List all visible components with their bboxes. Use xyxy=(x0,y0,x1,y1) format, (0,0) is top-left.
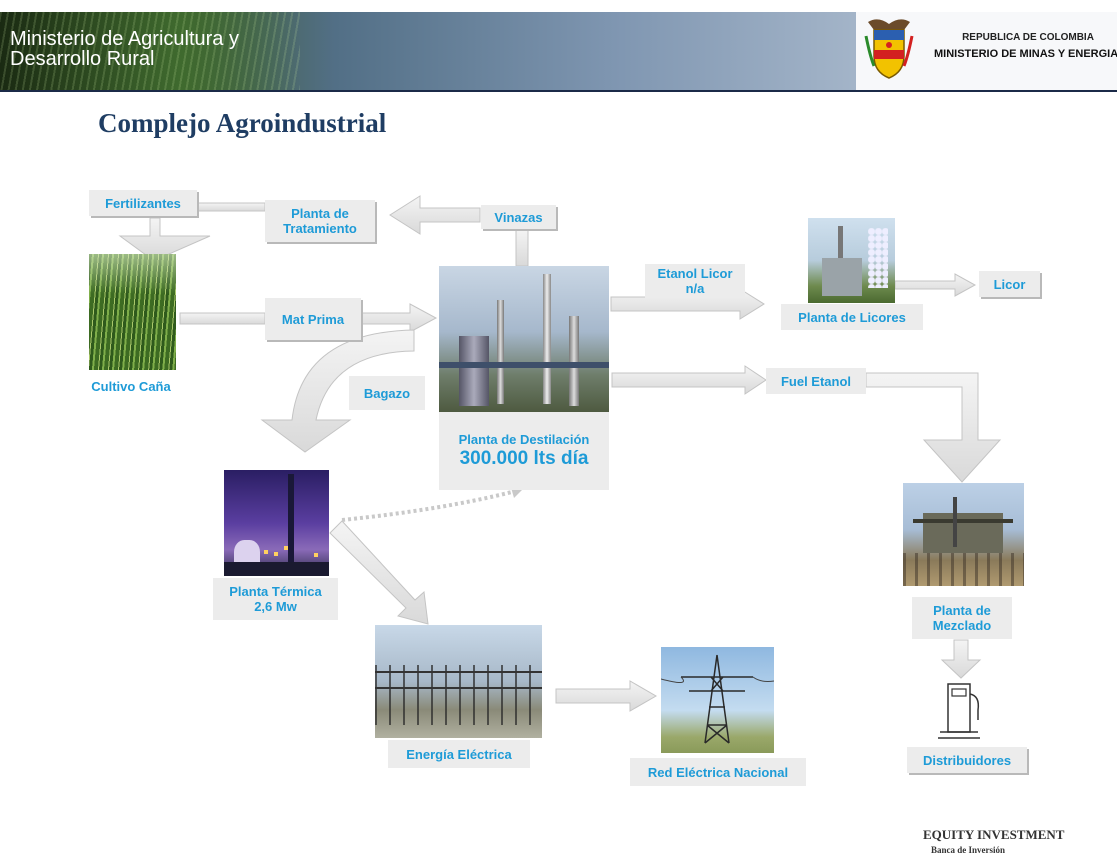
page-title: Complejo Agroindustrial xyxy=(98,108,387,138)
arrow-licores-to-licor xyxy=(894,273,977,297)
arrow-tratamiento-to-fertilizantes xyxy=(197,202,266,212)
licor-label: Licor xyxy=(979,271,1040,297)
ministry-agriculture-name: Ministerio de Agricultura y Desarrollo R… xyxy=(10,28,239,70)
colombia-coat-of-arms-icon xyxy=(864,19,914,79)
republic-label: REPUBLICA DE COLOMBIA xyxy=(962,32,1094,43)
planta-tratamiento-label: Planta de Tratamiento xyxy=(265,200,375,242)
capacidad-label: 300.000 lts día xyxy=(459,447,589,469)
arrow-vinazas-stem xyxy=(515,229,529,267)
power-tower-icon xyxy=(661,654,774,744)
distribuidores-label: Distribuidores xyxy=(907,747,1027,773)
liquor-plant-photo xyxy=(808,218,895,303)
arrow-matprima-to-destilacion xyxy=(360,303,438,333)
fertilizantes-label: Fertilizantes xyxy=(89,190,197,216)
footer-division: Banca de Inversión xyxy=(931,845,1006,855)
arrow-cultivo-to-matprima xyxy=(179,312,266,325)
planta-mezclado-label: Planta de Mezclado xyxy=(912,597,1012,639)
planta-destilacion-label: Planta de Destilación xyxy=(458,431,590,447)
substation-photo xyxy=(375,625,542,738)
thermal-plant-photo xyxy=(224,470,329,576)
power-tower-photo xyxy=(661,647,774,753)
arrow-energia-to-red xyxy=(555,680,658,712)
arrow-mezclado-to-pump xyxy=(940,639,982,679)
fuel-pump-icon xyxy=(938,683,980,739)
sugarcane-banner-image xyxy=(0,12,300,90)
arrow-termica-to-energia xyxy=(329,520,429,625)
arrow-fuel-to-mezclado xyxy=(865,372,1002,483)
cultivo-cana-label: Cultivo Caña xyxy=(74,372,188,400)
etanol-licor-label: Etanol Licor n/a xyxy=(645,264,745,298)
arrow-destilacion-to-fuel xyxy=(611,365,767,395)
energia-electrica-label: Energía Eléctrica xyxy=(388,740,530,768)
header-banner: Ministerio de Agricultura y Desarrollo R… xyxy=(0,12,1117,92)
planta-destilacion-box: Planta de Destilación 300.000 lts día xyxy=(439,412,609,490)
sugarcane-field-photo xyxy=(89,254,176,370)
planta-licores-label: Planta de Licores xyxy=(781,304,923,330)
distillation-plant-photo xyxy=(439,266,609,412)
vinazas-label: Vinazas xyxy=(481,205,556,229)
bagazo-label: Bagazo xyxy=(349,376,425,410)
footer-company: EQUITY INVESTMENT xyxy=(923,827,1065,842)
arrow-vinazas-to-tratamiento xyxy=(389,195,481,235)
mat-prima-label: Mat Prima xyxy=(265,298,361,340)
planta-termica-label: Planta Térmica 2,6 Mw xyxy=(213,578,338,620)
dotted-arrow-termica-to-destilacion xyxy=(341,490,513,522)
arrow-fertilizantes-to-cultivo xyxy=(118,217,211,260)
ministry-mines-name: MINISTERIO DE MINAS Y ENERGIA xyxy=(934,48,1117,60)
ministry-mines-box: REPUBLICA DE COLOMBIA MINISTERIO DE MINA… xyxy=(856,12,1117,90)
red-electrica-nacional-label: Red Eléctrica Nacional xyxy=(630,758,806,786)
fuel-etanol-label: Fuel Etanol xyxy=(766,368,866,394)
blending-plant-photo xyxy=(903,483,1024,586)
